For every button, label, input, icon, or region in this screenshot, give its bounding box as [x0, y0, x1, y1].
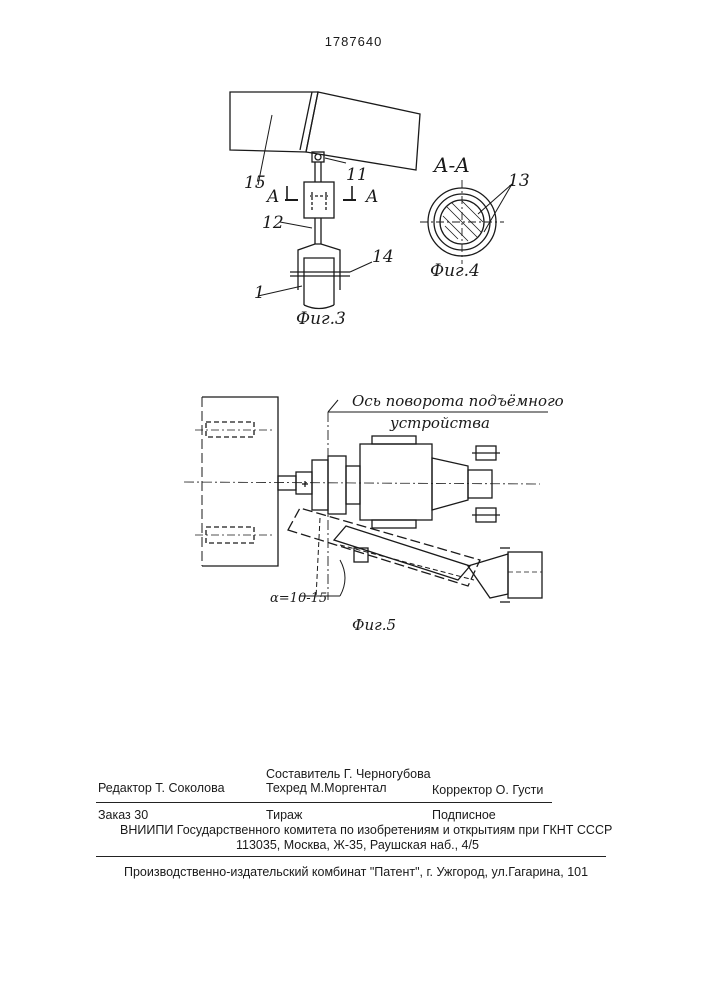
vniipi-line: ВНИИПИ Государственного комитета по изоб… — [120, 823, 612, 837]
fig4-caption: Фиг.4 — [430, 261, 480, 281]
label-12: 12 — [262, 213, 284, 233]
subscription: Подписное — [432, 808, 496, 822]
fig5-caption: Фиг.5 — [352, 616, 396, 634]
angle-label: α=10-15 — [270, 591, 327, 606]
patent-drawings: 15 11 12 14 1 A A Фиг.3 A-A 13 Фиг.4 Ось… — [0, 0, 707, 700]
label-1: 1 — [254, 283, 265, 303]
label-14: 14 — [372, 247, 394, 267]
axis-note-line2: устройства — [389, 414, 490, 432]
label-13: 13 — [508, 171, 530, 191]
label-15: 15 — [244, 173, 266, 193]
footer-divider-1 — [96, 802, 552, 803]
section-mark-left: A — [265, 187, 279, 207]
section-mark-right: A — [364, 187, 378, 207]
corrector: Корректор О. Густи — [432, 783, 543, 797]
figure-5 — [184, 397, 548, 602]
circulation: Тираж — [266, 808, 302, 822]
compiler: Составитель Г. Черногубова — [266, 767, 431, 781]
footer-divider-2 — [96, 856, 606, 857]
fig4-section: A-A — [432, 153, 470, 177]
figure-3 — [230, 92, 420, 309]
label-11: 11 — [346, 165, 368, 185]
techred: Техред М.Моргентал — [266, 781, 387, 795]
order: Заказ 30 — [98, 808, 148, 822]
figure-4 — [420, 180, 512, 264]
axis-note-line1: Ось поворота подъёмного — [352, 392, 564, 410]
editor: Редактор Т. Соколова — [98, 781, 225, 795]
fig3-caption: Фиг.3 — [296, 309, 346, 329]
publisher-line: Производственно-издательский комбинат "П… — [124, 865, 588, 879]
address-line: 113035, Москва, Ж-35, Раушская наб., 4/5 — [236, 838, 479, 852]
